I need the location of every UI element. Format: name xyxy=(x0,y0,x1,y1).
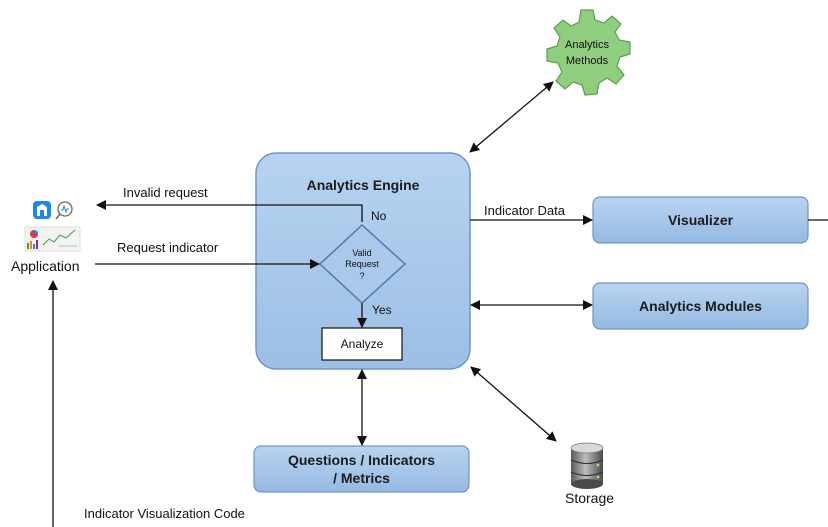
methods-arrow xyxy=(469,81,554,153)
analyze-label: Analyze xyxy=(340,337,384,351)
app-icons xyxy=(24,201,81,252)
engine-title: Analytics Engine xyxy=(306,177,420,193)
questions-line-1: Questions / Indicators xyxy=(287,451,436,468)
yes-label: Yes xyxy=(372,303,392,317)
questions-box xyxy=(253,445,470,493)
no-label: No xyxy=(371,209,387,223)
storage-icon xyxy=(570,442,604,489)
analyze-box xyxy=(321,327,403,361)
decision-line-2: Request xyxy=(345,259,379,270)
decision-line-1: Valid xyxy=(352,248,372,259)
analytics-methods-gear xyxy=(546,9,631,96)
questions-line-2: / Metrics xyxy=(333,470,390,486)
request-indicator-label: Request indicator xyxy=(117,240,219,255)
application-label: Application xyxy=(11,258,80,274)
storage-arrow xyxy=(470,366,557,442)
indicator-data-label: Indicator Data xyxy=(484,203,565,218)
decision-label: Valid Request ? xyxy=(330,244,394,286)
questions-label: Questions / Indicators / Metrics xyxy=(254,446,469,492)
methods-label: Analytics Methods xyxy=(552,32,622,74)
visualizer-label: Visualizer xyxy=(667,212,734,228)
invalid-request-arrow xyxy=(96,200,363,222)
invalid-request-label: Invalid request xyxy=(123,185,208,200)
analytics-modules-label: Analytics Modules xyxy=(639,298,762,314)
methods-line-2: Methods xyxy=(565,55,609,67)
analytics-modules-box xyxy=(592,282,809,330)
connectors xyxy=(48,81,828,527)
magnifier-icon xyxy=(57,201,73,217)
methods-line-1: Analytics xyxy=(564,38,610,51)
storage-label: Storage xyxy=(565,490,615,506)
visualization-code-label: Indicator Visualization Code xyxy=(84,506,245,521)
decision-line-3: ? xyxy=(359,270,365,281)
